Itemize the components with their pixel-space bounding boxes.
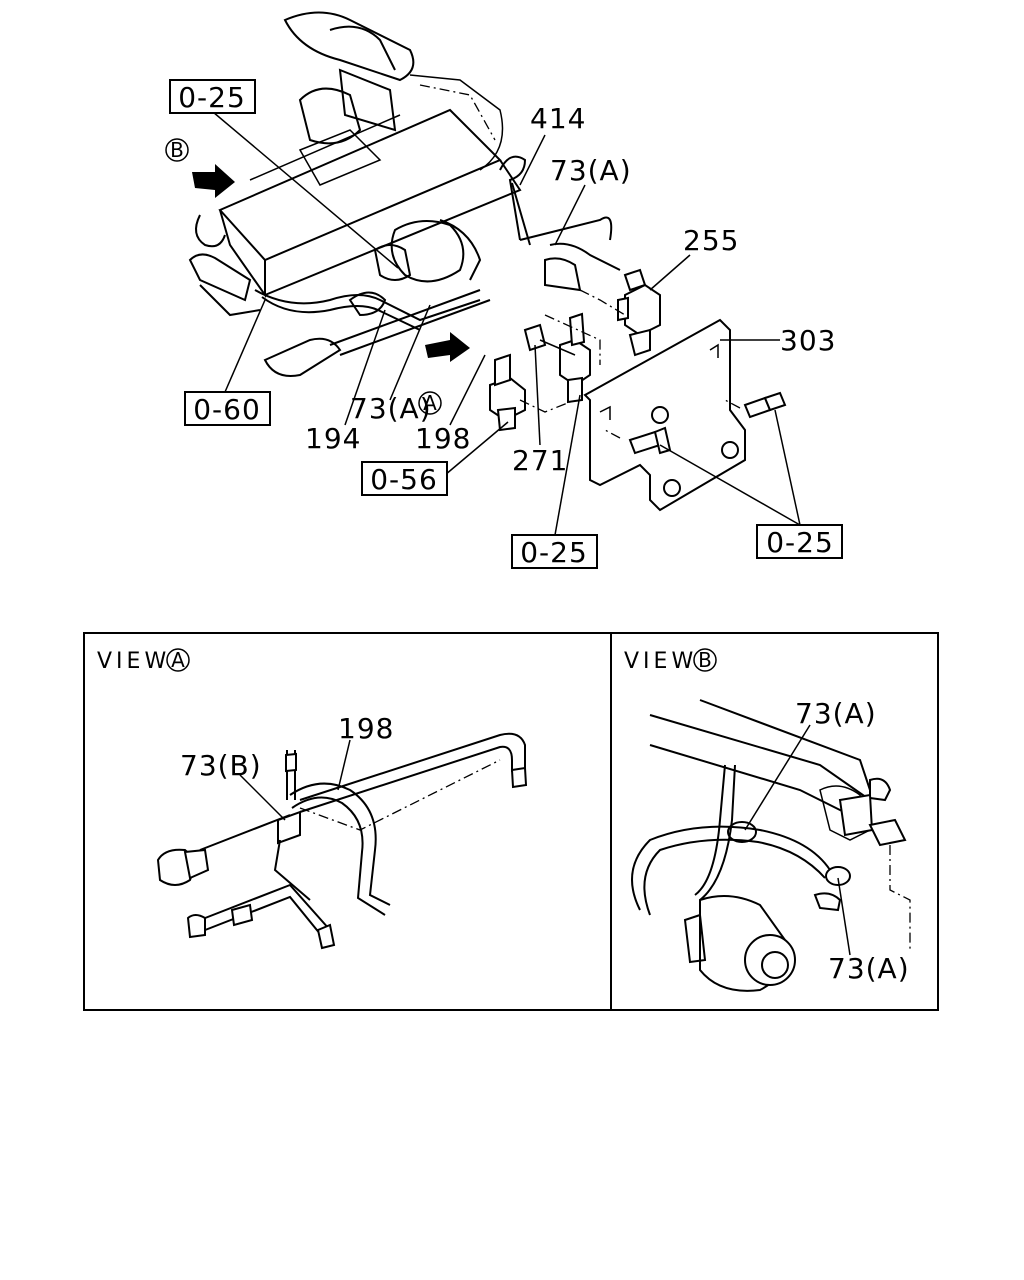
svg-text:0-60: 0-60 — [193, 393, 261, 426]
view-b-title: VIEW — [624, 649, 697, 674]
detail-views-frame — [83, 632, 939, 1011]
view-a-hose-drawing — [156, 732, 528, 950]
view-a-part-198: 198 — [338, 712, 394, 745]
view-b-arrow — [192, 164, 235, 198]
engine-assembly-drawing — [188, 11, 787, 512]
leader-lines — [212, 111, 801, 536]
view-marker-b: B — [165, 138, 189, 162]
ref-box-mid: 0-56 — [361, 461, 448, 496]
view-b-engine-drawing — [631, 699, 911, 992]
svg-text:0-25: 0-25 — [178, 81, 246, 114]
svg-text:0-56: 0-56 — [370, 463, 438, 496]
part-label-303: 303 — [780, 324, 836, 357]
view-b-panel: VIEW B — [624, 648, 911, 992]
ref-box-bottom-right: 0-25 — [756, 524, 843, 559]
part-label-73a-mid: 73(A) — [350, 392, 432, 425]
part-label-271: 271 — [512, 444, 568, 477]
ref-box-bottom-mid: 0-25 — [511, 534, 598, 569]
view-b-letter: B — [698, 648, 712, 672]
ref-box-top-left: 0-25 — [169, 79, 256, 114]
view-a-panel: VIEW A — [97, 648, 528, 950]
view-a-part-73b: 73(B) — [180, 749, 262, 782]
vsv-valve-198 — [489, 353, 526, 432]
view-a-arrow — [425, 332, 470, 362]
view-a-letter: A — [171, 648, 185, 672]
svg-text:0-25: 0-25 — [766, 526, 834, 559]
bolt-right — [743, 391, 787, 419]
part-label-414: 414 — [530, 102, 586, 135]
vsv-valve-271 — [559, 312, 591, 404]
part-label-198: 198 — [415, 422, 471, 455]
svg-text:B: B — [170, 138, 184, 162]
bracket-303 — [583, 318, 746, 512]
view-a-title: VIEW — [97, 649, 170, 674]
view-b-part-73a-bottom: 73(A) — [828, 952, 910, 985]
view-b-part-73a-top: 73(A) — [795, 697, 877, 730]
svg-text:A: A — [423, 391, 437, 415]
bolt-271 — [523, 323, 576, 356]
part-label-194: 194 — [305, 422, 361, 455]
view-marker-a: A — [418, 391, 442, 415]
svg-text:0-25: 0-25 — [520, 536, 588, 569]
part-label-73a-top: 73(A) — [550, 154, 632, 187]
vsv-valve-255 — [617, 268, 661, 357]
part-label-255: 255 — [683, 224, 739, 257]
ref-box-left-mid: 0-60 — [184, 391, 271, 426]
